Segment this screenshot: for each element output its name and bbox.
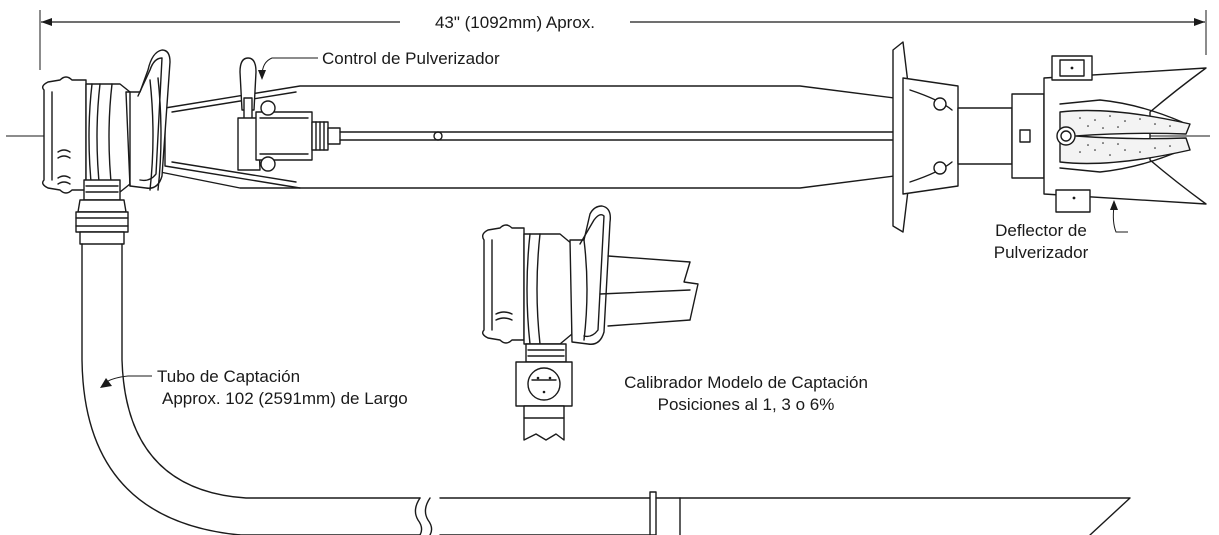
stipple-dots [1079,115,1171,156]
overall-dimension: 43" (1092mm) Aprox. [39,10,1207,70]
metering-valve-detail [481,205,699,441]
pickup-tube [81,243,1131,535]
pickup-connector [83,179,121,201]
spray-deflector [1011,55,1207,213]
leader-lines [100,57,1128,388]
deflector-stipple-area [1059,109,1191,165]
pickup-tube-label-line1: Tubo de Captación [157,367,300,386]
metering-label-line2: Posiciones al 1, 3 o 6% [658,395,835,414]
spray-control-lever [237,57,443,172]
swivel-body [85,83,131,193]
handwheel [892,41,1013,233]
spray-deflector-label-line1: Deflector de [995,221,1087,240]
overall-length-label: 43" (1092mm) Aprox. [435,13,595,32]
spray-control-label: Control de Pulverizador [322,49,500,68]
metering-label-line1: Calibrador Modelo de Captación [624,373,868,392]
spray-deflector-label-line2: Pulverizador [994,243,1089,262]
bail-handle [125,49,171,189]
pickup-tube-label-line2: Approx. 102 (2591mm) de Largo [162,389,408,408]
nozzle-assembly [41,41,1207,245]
